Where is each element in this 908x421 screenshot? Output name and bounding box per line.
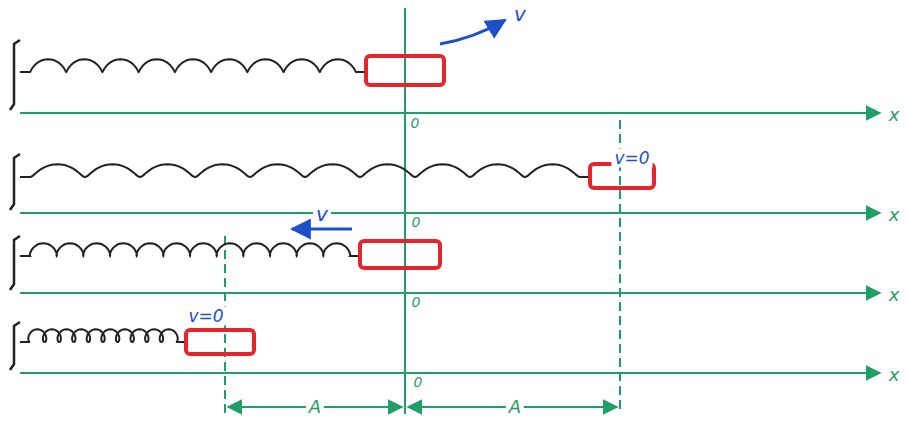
amplitude-label: A — [506, 397, 524, 417]
wall — [10, 236, 20, 290]
velocity-arrows — [292, 20, 505, 229]
origin-label: 0 — [408, 115, 423, 131]
spring — [20, 164, 590, 177]
spring — [20, 329, 186, 342]
axis-label: x — [886, 205, 903, 225]
wall — [10, 154, 20, 210]
velocity-label: v=0 — [185, 307, 226, 326]
origin-label: 0 — [409, 214, 424, 230]
wall — [10, 40, 20, 110]
velocity-arrow — [440, 20, 505, 44]
walls — [10, 40, 20, 370]
wall — [10, 322, 20, 370]
origin-label: 0 — [411, 374, 426, 390]
mass-block — [360, 241, 440, 268]
velocity-arrow — [292, 228, 352, 231]
spring — [20, 59, 366, 72]
x-axis — [20, 112, 880, 114]
velocity-label: v — [511, 3, 529, 25]
axes — [20, 8, 880, 414]
origin-label: 0 — [409, 294, 424, 310]
x-axis — [20, 372, 880, 374]
mass-block — [366, 56, 444, 85]
x-axis — [20, 292, 880, 294]
axis-label: x — [886, 285, 903, 305]
springs — [20, 59, 590, 342]
velocity-label: v=0 — [611, 149, 652, 168]
x-axis — [20, 212, 880, 214]
amplitude-label: A — [306, 397, 324, 417]
spring — [20, 243, 360, 256]
masses — [186, 56, 654, 354]
velocity-label: v — [313, 203, 331, 225]
mass-block — [590, 164, 654, 188]
mass-block — [186, 330, 254, 354]
axis-label: x — [886, 365, 903, 385]
axis-label: x — [886, 105, 903, 125]
equilibrium-line — [404, 8, 406, 414]
